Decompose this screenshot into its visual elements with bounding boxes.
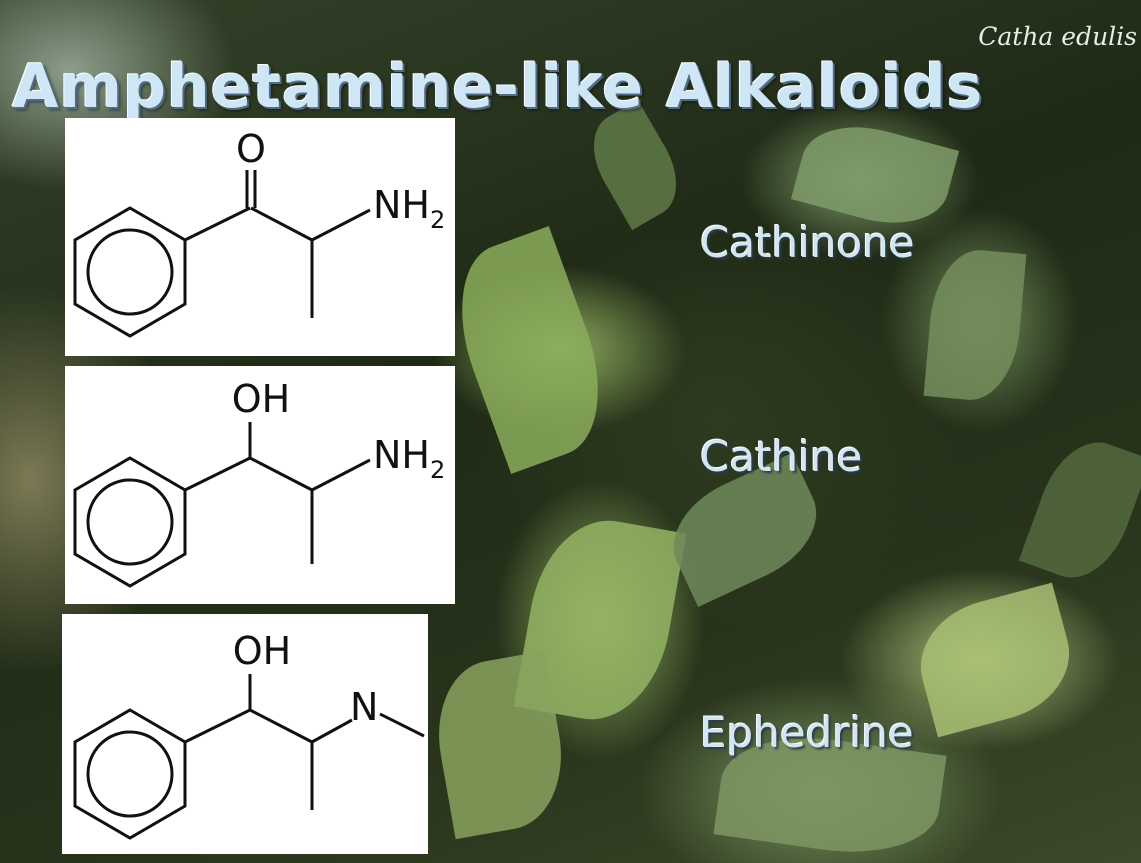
ephedrine-top-group: OH: [233, 629, 291, 673]
cathinone-structure: O NH 2: [73, 127, 445, 338]
leaf-decoration: [907, 582, 1083, 738]
slide-title: Amphetamine-like Alkaloids: [12, 52, 984, 122]
ephedrine-amine-group: N: [350, 685, 378, 729]
leaf-decoration: [923, 246, 1027, 404]
cathine-top-group: OH: [232, 377, 290, 421]
cathinone-amine-subscript: 2: [430, 206, 445, 234]
compound-label-ephedrine: Ephedrine: [700, 708, 914, 757]
cathinone-structure-panel: O NH 2: [65, 118, 455, 356]
cathine-structure-panel: OH NH 2: [65, 366, 455, 604]
cathine-amine-subscript: 2: [430, 456, 445, 484]
ephedrine-structure-panel: OH N: [62, 614, 428, 854]
compound-label-cathine: Cathine: [700, 432, 863, 481]
leaf-decoration: [1018, 428, 1141, 592]
cathine-structure: OH NH 2: [73, 377, 445, 588]
plant-species-name: Catha edulis: [978, 22, 1137, 51]
ephedrine-structure: OH N: [73, 629, 425, 840]
leaf-decoration: [435, 226, 625, 474]
cathinone-top-group: O: [236, 127, 266, 171]
cathinone-amine-group: NH: [373, 183, 430, 227]
compound-label-cathinone: Cathinone: [700, 218, 915, 267]
cathine-amine-group: NH: [373, 433, 430, 477]
